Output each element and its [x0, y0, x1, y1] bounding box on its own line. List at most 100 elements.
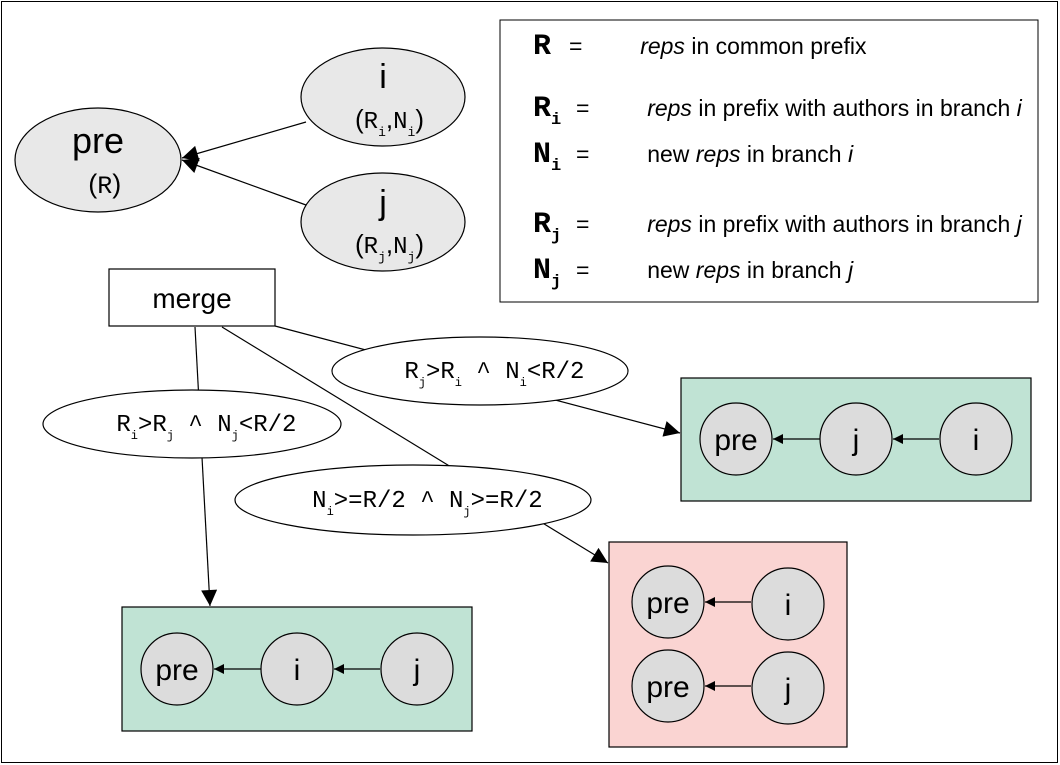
var-n: N — [393, 109, 407, 136]
cond-sub: i — [131, 429, 138, 443]
legend-sub: i — [551, 157, 561, 176]
cond-var: N — [449, 488, 463, 515]
circle-node — [939, 402, 1013, 476]
legend: R = reps in common prefix Ri = reps in p… — [0, 19, 1060, 303]
cond-op: > — [426, 359, 440, 386]
cond-sub: i — [455, 376, 462, 390]
circle-node — [260, 632, 334, 706]
legend-desc: in branch — [741, 257, 848, 283]
sub-i: i — [408, 125, 416, 140]
edge-i-to-pre — [181, 121, 307, 162]
circle-node — [140, 632, 214, 706]
node-label: i — [785, 589, 792, 622]
sub-i: i — [378, 125, 386, 140]
cond-rest: <R/2 — [527, 359, 585, 386]
cond-var: N — [505, 359, 519, 386]
cond-and: ^ — [406, 488, 449, 515]
node-label: j — [852, 424, 860, 457]
cond-var: R — [440, 359, 454, 386]
legend-symbol: R — [533, 92, 551, 126]
legend-row-ni: Ni = new reps in branch i — [0, 138, 893, 176]
cond-sub: i — [520, 376, 527, 390]
svg-text:(Rj,Nj): (Rj,Nj) — [296, 229, 469, 265]
svg-text:R = reps in co: R = reps in common prefix — [0, 30, 907, 64]
circle-node — [631, 649, 705, 723]
equals-sign: = — [576, 95, 589, 121]
cond-sub: j — [463, 505, 470, 519]
reps-text: reps — [647, 211, 692, 237]
paren-open: ( — [355, 104, 364, 134]
paren-close: ) — [415, 104, 424, 134]
var-n: N — [393, 234, 407, 261]
top-graph: pre (R) i (Ri,Ni) j (Rj,Nj) — [14, 47, 469, 272]
circle-node — [631, 565, 705, 639]
paren-close: ) — [415, 229, 424, 259]
var-r: R — [364, 109, 378, 136]
svg-text:Nj = new reps: Nj = new reps in branch j — [0, 254, 893, 292]
condition-c3: Ni>=R/2 ^ Nj>=R/2 — [211, 464, 614, 536]
branch-var: j — [1014, 211, 1023, 237]
legend-row-nj: Nj = new reps in branch j — [0, 254, 893, 292]
legend-row-ri: Ri = reps in prefix with authors in bran… — [0, 92, 1060, 130]
branch-var: j — [845, 257, 854, 283]
var-r: R — [97, 172, 112, 201]
cond-sub: j — [167, 429, 174, 443]
legend-sub: j — [551, 227, 561, 246]
paren-open: ( — [88, 169, 97, 199]
branch-var: i — [1017, 95, 1023, 121]
reps-text: reps — [696, 141, 741, 167]
circle-node — [751, 567, 825, 641]
svg-text:Ni = new reps: Ni = new reps in branch i — [0, 138, 893, 176]
outcome-right-green: pre j i — [680, 377, 1032, 502]
svg-text:Ni>=R/2 ^ Nj>=R/2: Ni>=R/2 ^ Nj>=R/2 — [211, 488, 614, 519]
node-label: j — [784, 673, 792, 706]
merge-node: merge — [108, 268, 276, 327]
node-label: pre — [714, 424, 757, 457]
paren-open: ( — [355, 229, 364, 259]
legend-sub: j — [551, 273, 561, 292]
node-i-title: i — [379, 58, 387, 96]
cond-var: N — [217, 412, 231, 439]
svg-text:Rj>Ri ^ Ni<R/2: Rj>Ri ^ Ni<R/2 — [304, 359, 657, 390]
legend-symbol: N — [533, 254, 551, 288]
circle-node — [380, 632, 454, 706]
comma: , — [386, 229, 393, 259]
node-label: pre — [155, 654, 198, 687]
edge-merge-to-bottom-green — [194, 326, 218, 607]
legend-row-r: R = reps in common prefix — [0, 30, 907, 64]
node-label: pre — [646, 671, 689, 704]
legend-pre: new — [647, 141, 696, 167]
sub-j: j — [378, 250, 386, 265]
svg-text:Rj = reps in p: Rj = reps in prefix with authors in bran… — [0, 208, 1060, 246]
legend-symbol: R — [533, 208, 551, 242]
node-label: i — [973, 424, 980, 457]
reps-text: reps — [696, 257, 741, 283]
edge-j-to-pre — [181, 157, 307, 206]
cond-rest: <R/2 — [239, 412, 297, 439]
circle-node — [751, 651, 825, 725]
cond-sub: j — [232, 429, 239, 443]
legend-desc: in common prefix — [685, 33, 867, 59]
sub-j: j — [408, 250, 416, 265]
comma: , — [386, 104, 393, 134]
circle-node — [819, 402, 893, 476]
condition-c1: Rj>Ri ^ Ni<R/2 — [304, 336, 657, 406]
merge-label: merge — [152, 283, 231, 314]
legend-symbol: N — [533, 138, 551, 172]
red-box — [608, 541, 848, 748]
svg-text:Ri = reps in p: Ri = reps in prefix with authors in bran… — [0, 92, 1060, 130]
paren-close: ) — [112, 169, 121, 199]
node-i: i (Ri,Ni) — [296, 47, 469, 147]
cond-var: R — [152, 412, 166, 439]
node-label: j — [413, 654, 421, 687]
svg-text:Ri>Rj ^ Nj<R/2: Ri>Rj ^ Nj<R/2 — [16, 412, 369, 443]
cond-var: N — [312, 488, 326, 515]
legend-desc: in prefix with authors in branch — [692, 95, 1017, 121]
cond-op: >=R/2 — [334, 488, 406, 515]
legend-desc: in prefix with authors in branch — [692, 211, 1017, 237]
svg-text:(Ri,Ni): (Ri,Ni) — [296, 104, 469, 140]
cond-and: ^ — [174, 412, 217, 439]
outcome-bottom-green: pre i j — [121, 606, 473, 732]
cond-sub: j — [419, 376, 426, 390]
